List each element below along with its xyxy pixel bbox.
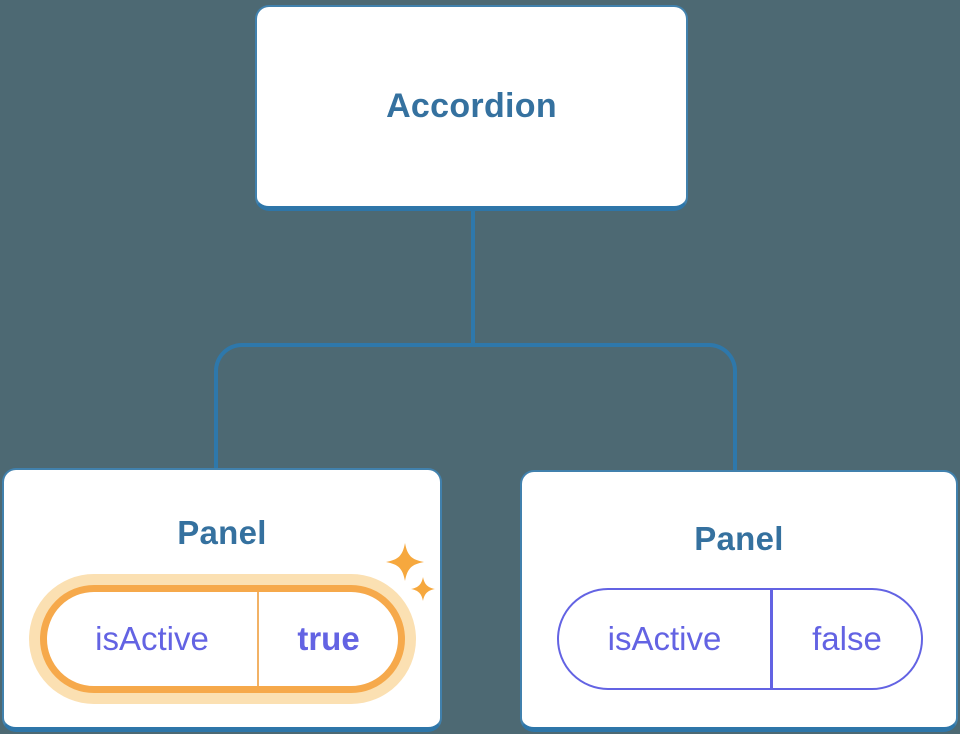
panel-label: Panel bbox=[694, 520, 784, 557]
pill-divider bbox=[257, 592, 259, 686]
panel-label: Panel bbox=[177, 514, 267, 551]
state-pill-active: isActive true bbox=[40, 585, 405, 693]
accordion-label: Accordion bbox=[386, 87, 557, 125]
state-value: false bbox=[812, 620, 882, 657]
panel-node-inactive: Panel isActive false bbox=[520, 470, 958, 732]
state-pill-inactive: isActive false bbox=[557, 588, 923, 690]
state-key: isActive bbox=[607, 620, 722, 657]
sparkles-icon bbox=[386, 543, 435, 601]
connector-stem bbox=[471, 209, 475, 345]
state-key: isActive bbox=[95, 620, 209, 657]
panel-node-active: Panel isActive true bbox=[2, 468, 442, 732]
pill-divider bbox=[770, 590, 773, 688]
accordion-node: Accordion bbox=[255, 5, 688, 211]
state-value: true bbox=[297, 620, 360, 657]
connector-branch bbox=[214, 343, 737, 470]
